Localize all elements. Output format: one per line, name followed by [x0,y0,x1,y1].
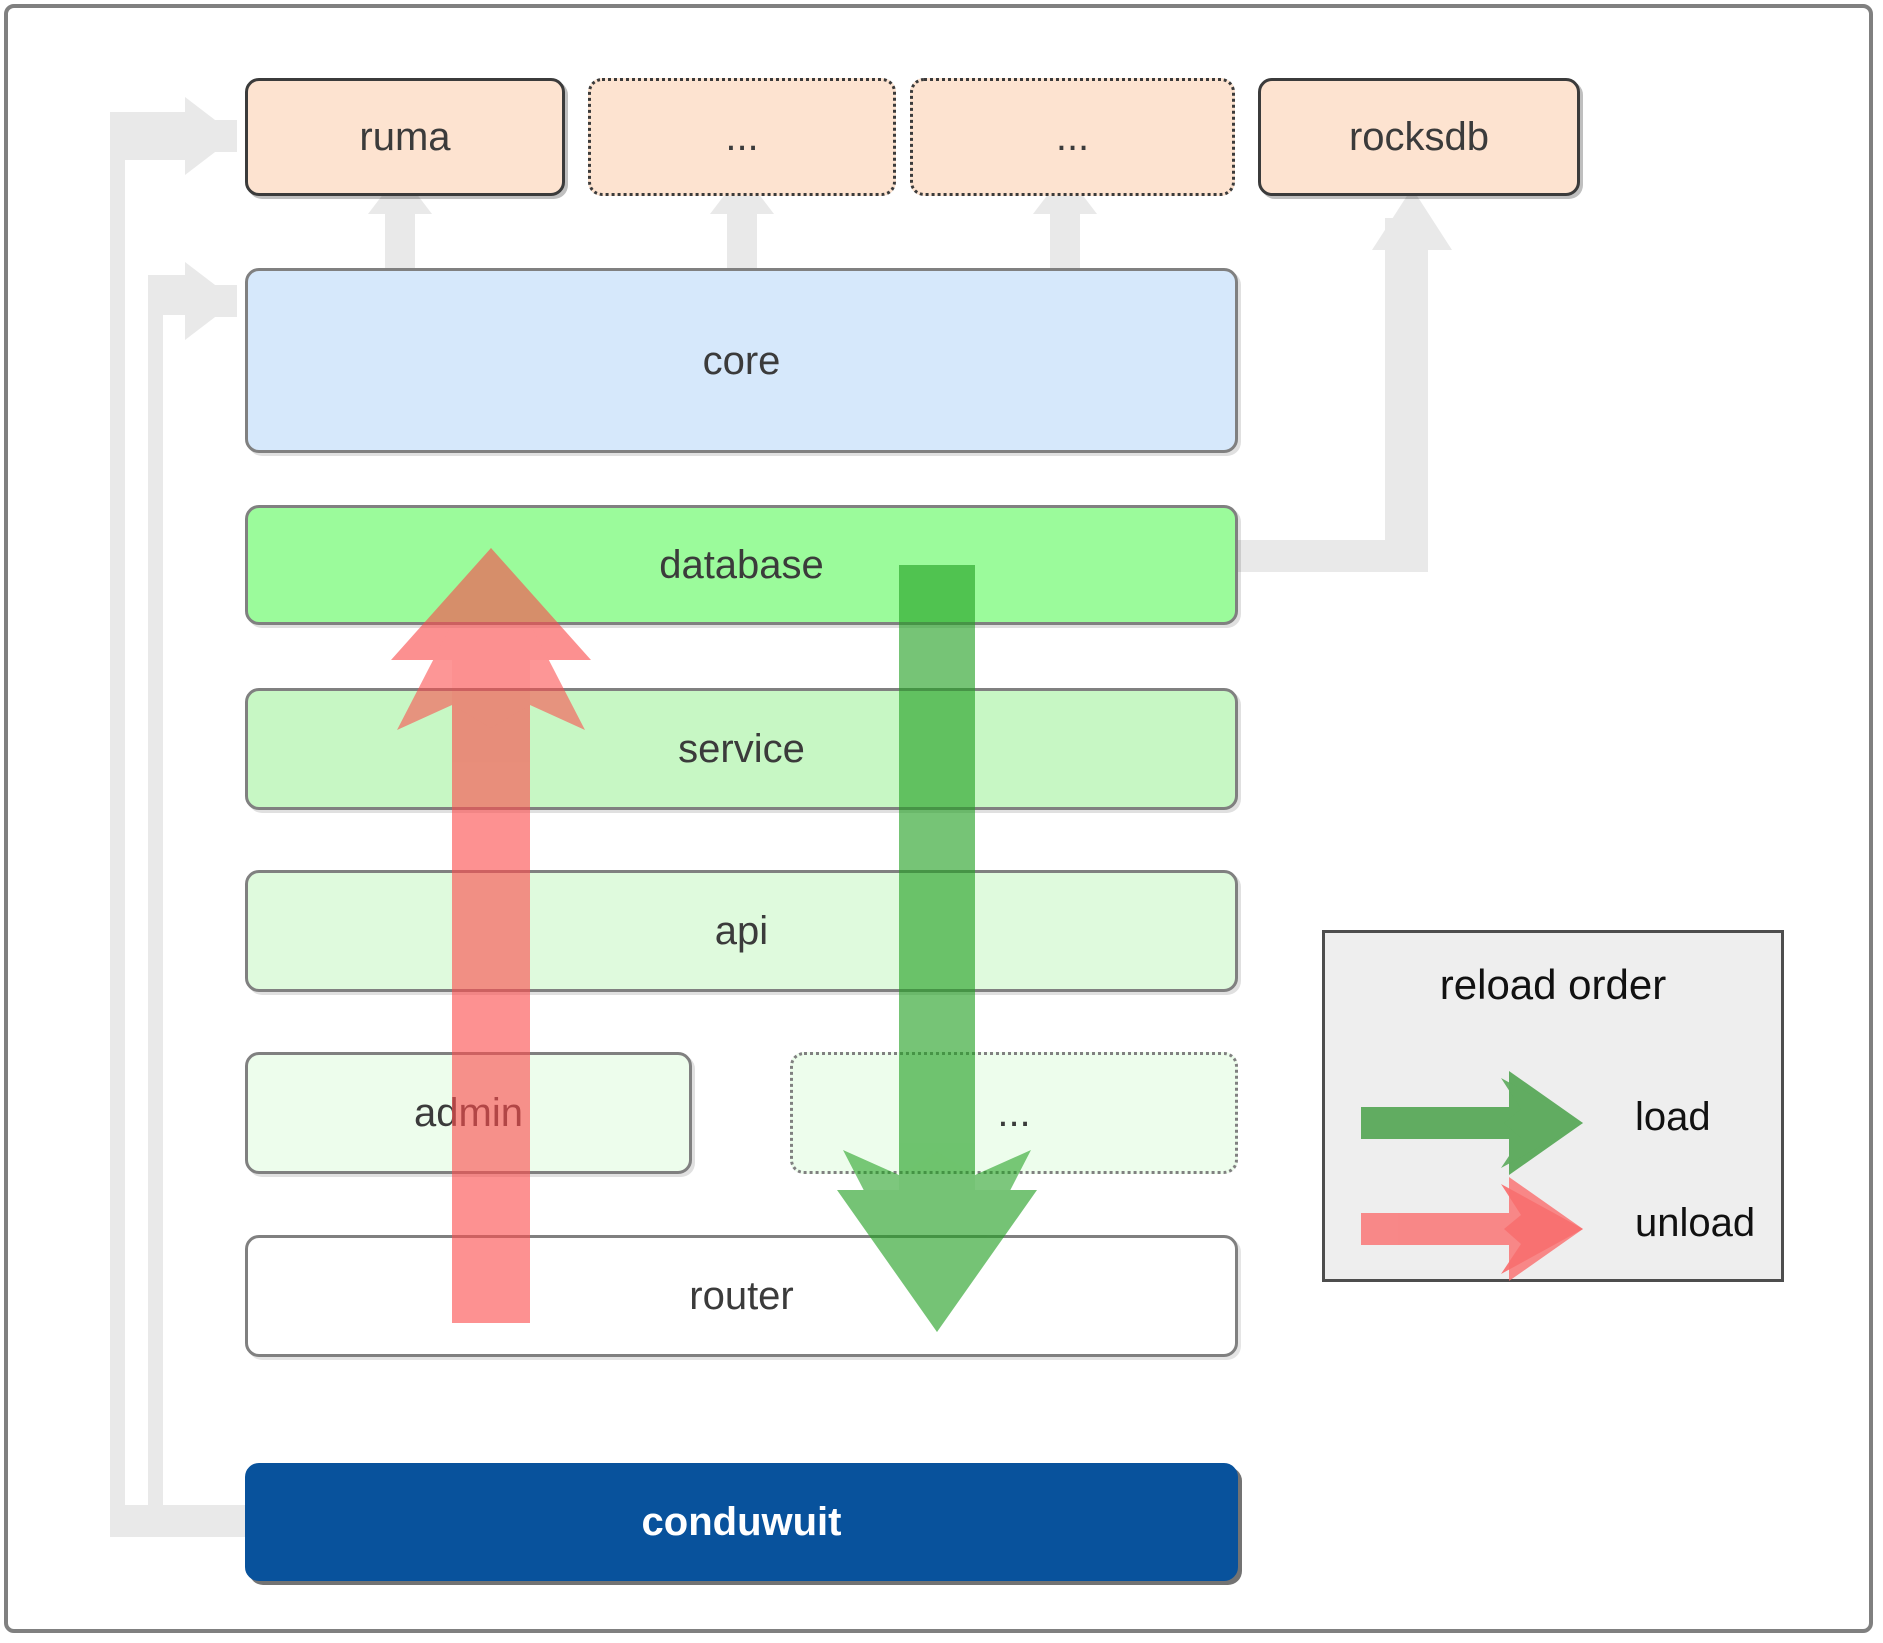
binary-conduwuit[interactable]: conduwuit [245,1463,1238,1581]
binary-conduwuit-label: conduwuit [641,1500,842,1544]
layer-api[interactable]: api [245,870,1238,992]
layer-database[interactable]: database [245,505,1238,625]
legend-title: reload order [1439,961,1667,1008]
external-crate-placeholder-1-label: ... [725,115,759,159]
legend-row-load: load [1325,1071,1781,1175]
legend-unload-label: unload [1635,1201,1756,1245]
legend-panel: reload order load unload [1322,930,1784,1282]
layer-router-label: router [689,1274,794,1318]
external-crate-ruma-label: ruma [359,115,451,159]
legend-row-unload: unload [1325,1177,1781,1281]
layer-service-label: service [678,727,805,771]
external-crate-rocksdb-label: rocksdb [1348,115,1490,159]
legend-load-arrow-icon [1361,1071,1583,1175]
external-crate-rocksdb[interactable]: rocksdb [1258,78,1580,196]
layer-service[interactable]: service [245,688,1238,810]
legend-load-label: load [1635,1095,1711,1139]
layer-core[interactable]: core [245,268,1238,453]
external-crate-placeholder-1[interactable]: ... [588,78,896,196]
external-crate-ruma[interactable]: ruma [245,78,565,196]
external-crate-placeholder-2-label: ... [1055,115,1090,159]
layer-core-label: core [702,338,781,383]
layer-admin[interactable]: admin [245,1052,692,1174]
layer-api-label: api [714,909,769,953]
diagram-frame [4,4,1873,1633]
external-crate-placeholder-2[interactable]: ... [910,78,1235,196]
layer-admin-label: admin [414,1091,523,1135]
layer-admin-placeholder-label: ... [997,1091,1031,1135]
layer-database-label: database [659,543,824,587]
legend-unload-arrow-icon [1361,1177,1583,1281]
layer-admin-placeholder[interactable]: ... [790,1052,1238,1174]
layer-router[interactable]: router [245,1235,1238,1357]
